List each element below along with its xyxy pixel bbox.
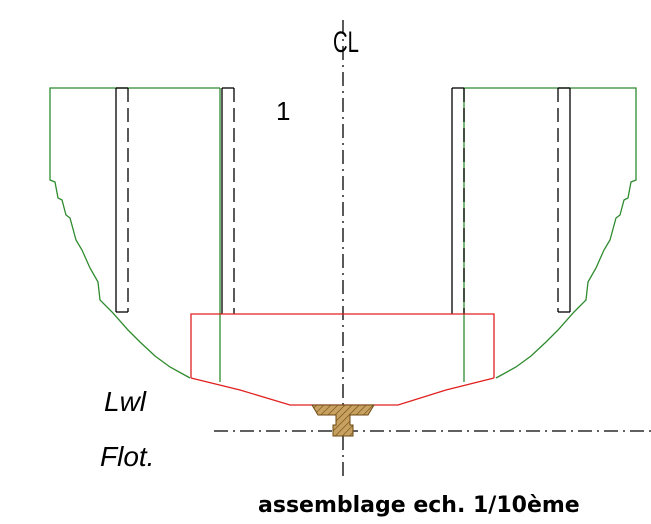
frame-member-left-outer (115, 87, 129, 313)
centerline-label: CL (333, 26, 359, 59)
frame-member-right-outer (557, 87, 571, 313)
waterline-label: Lwl (104, 386, 147, 417)
scale-caption: assemblage ech. 1/10ème (258, 493, 580, 518)
frame-member-right-inner (451, 87, 465, 314)
frame-member-left-inner (221, 87, 235, 314)
keel-plate-outline (190, 313, 495, 378)
flotation-label: Flot. (100, 441, 154, 472)
keel-profile (311, 404, 375, 437)
hull-outline-right (464, 87, 637, 379)
hull-outline-left (49, 87, 220, 379)
station-number-label: 1 (276, 96, 290, 126)
